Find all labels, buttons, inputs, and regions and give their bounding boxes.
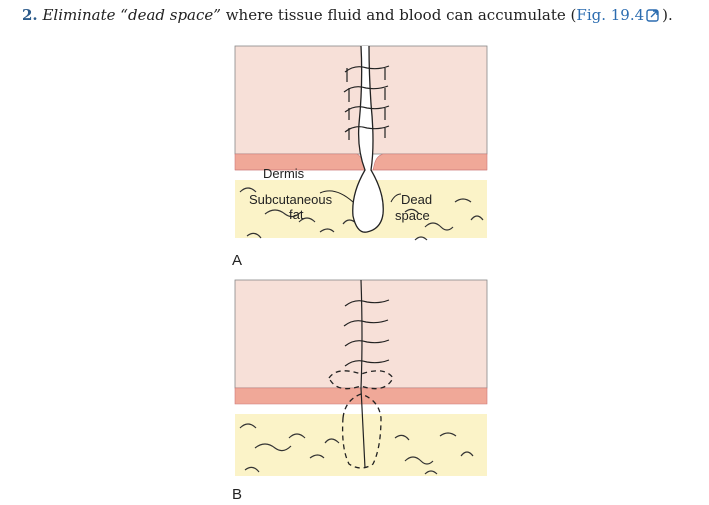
label-fat: fat — [289, 207, 304, 222]
figure-link[interactable]: Fig. 19.4 — [576, 6, 645, 24]
panel-letter-b: B — [232, 486, 243, 503]
step-close: ). — [662, 6, 673, 24]
label-space: space — [395, 208, 430, 223]
step-emphasis: Eliminate “dead space” — [42, 6, 221, 24]
panel-letter-a: A — [232, 252, 243, 269]
label-dead: Dead — [401, 192, 432, 207]
label-subcutaneous: Subcutaneous — [249, 192, 333, 207]
step-text: 2. Eliminate “dead space” where tissue f… — [22, 6, 673, 26]
label-dermis: Dermis — [263, 166, 305, 181]
external-link-icon[interactable] — [646, 8, 660, 26]
figure-panel-a: Dermis Subcutaneous fat Dead space — [225, 44, 495, 249]
figure-panel-b — [225, 278, 495, 483]
step-body: where tissue fluid and blood can accumul… — [220, 6, 577, 24]
step-number: 2. — [22, 6, 38, 24]
